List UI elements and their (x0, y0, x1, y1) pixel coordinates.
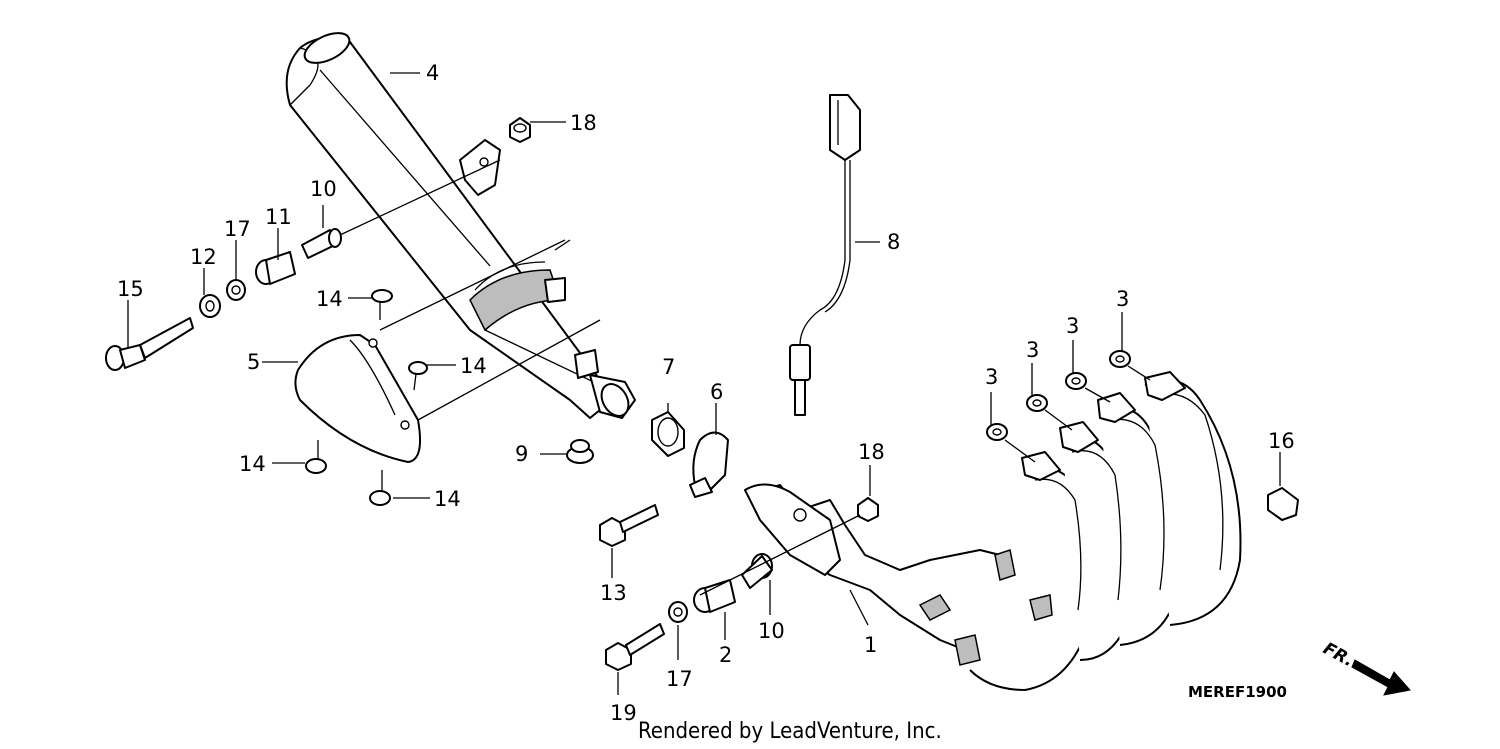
callout-3c: 3 (1066, 314, 1079, 338)
callout-17a: 17 (224, 217, 251, 241)
gasket-3c (1065, 372, 1087, 390)
callout-2: 2 (719, 643, 732, 667)
callout-10b: 10 (758, 619, 785, 643)
callout-labels: 1 2 3 3 3 3 4 5 6 7 8 9 10 10 11 12 13 1… (117, 61, 1295, 725)
muffler (285, 32, 636, 419)
callout-14c: 14 (239, 452, 266, 476)
front-direction-indicator: FR. (1320, 639, 1411, 696)
callout-9: 9 (515, 442, 528, 466)
callout-3a: 3 (985, 365, 998, 389)
callout-17b: 17 (666, 667, 693, 691)
callout-6: 6 (710, 380, 723, 404)
screw-14a (371, 289, 393, 320)
callout-14d: 14 (434, 487, 461, 511)
callout-15: 15 (117, 277, 144, 301)
render-credit: Rendered by LeadVenture, Inc. (638, 719, 942, 744)
callout-18b: 18 (858, 440, 885, 464)
gasket-3a (986, 423, 1008, 441)
front-arrow-icon (1351, 659, 1411, 696)
callout-4: 4 (426, 61, 439, 85)
callout-14b: 14 (460, 354, 487, 378)
callout-16: 16 (1268, 429, 1295, 453)
callout-5: 5 (247, 350, 260, 374)
clamp-6 (689, 431, 729, 498)
callout-10a: 10 (310, 177, 337, 201)
collar-10a (301, 228, 342, 259)
front-direction-label: FR. (1320, 639, 1357, 671)
callout-11: 11 (265, 205, 292, 229)
washer-12 (199, 294, 221, 318)
callout-3b: 3 (1026, 338, 1039, 362)
leader-lines (127, 72, 1281, 695)
collar-2 (693, 579, 736, 613)
bolt-13 (599, 504, 659, 547)
callout-19: 19 (610, 701, 637, 725)
rubber-7 (651, 411, 685, 457)
oxygen-sensor (789, 94, 861, 416)
heat-shield (294, 334, 421, 463)
callout-1: 1 (864, 633, 877, 657)
nut-18b (857, 497, 879, 522)
callout-3d: 3 (1116, 287, 1129, 311)
callout-13: 13 (600, 581, 627, 605)
bolt-19 (605, 623, 665, 671)
nut-18a (509, 117, 531, 143)
collar-10b (741, 553, 773, 589)
rubber-9 (566, 439, 594, 464)
callout-8: 8 (887, 230, 900, 254)
screw-14b (408, 361, 428, 391)
gasket-3b (1026, 394, 1048, 412)
callout-12: 12 (190, 245, 217, 269)
screw-14d (369, 470, 391, 506)
callout-18a: 18 (570, 111, 597, 135)
screw-14c (305, 440, 327, 474)
bolt-15 (105, 317, 194, 371)
exhaust-headers (744, 371, 1242, 691)
nut-16 (1267, 487, 1299, 521)
collar-11 (255, 251, 296, 285)
callout-14a: 14 (316, 287, 343, 311)
washer-17b (668, 601, 688, 623)
washer-17a (226, 279, 246, 301)
diagram-code: MEREF1900 (1188, 683, 1287, 701)
callout-7: 7 (662, 355, 675, 379)
gasket-3d (1109, 350, 1131, 368)
